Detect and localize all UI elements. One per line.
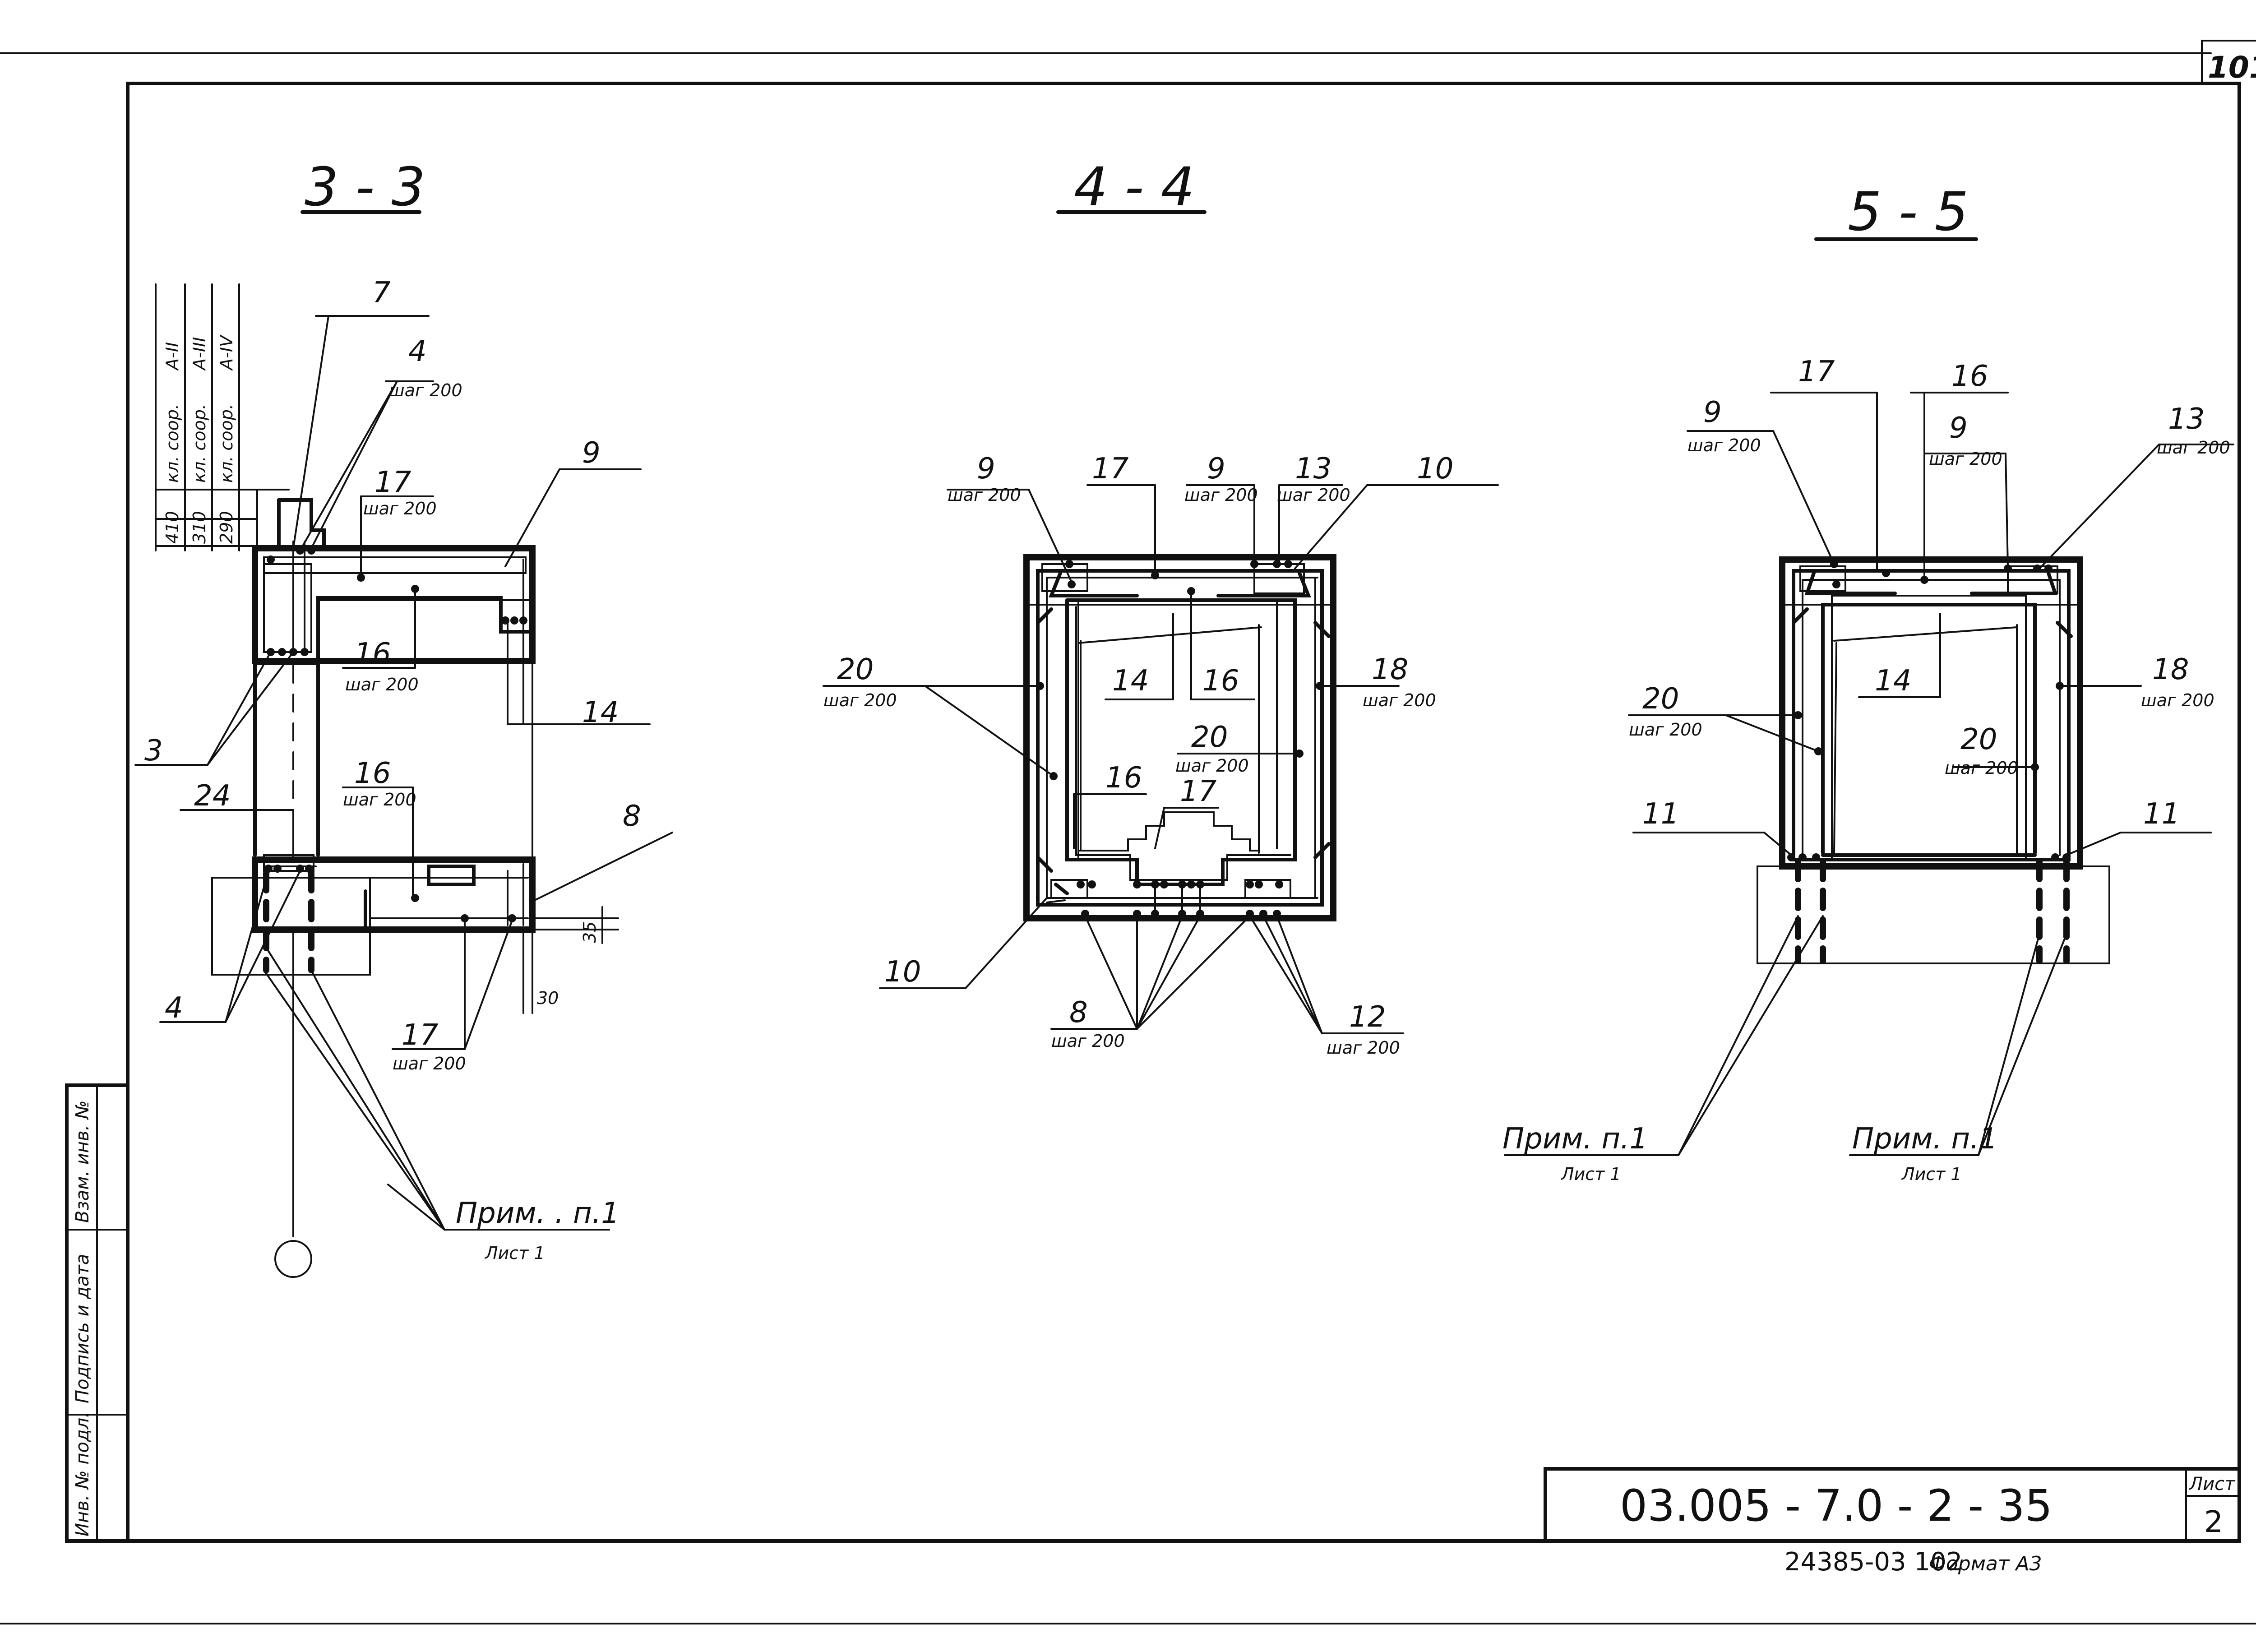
s55-note-right: Прим. п.1 [1852, 1122, 1997, 1156]
s44-label-8: 8 [1069, 996, 1088, 1029]
label-16-top: 16 [354, 637, 391, 671]
s55-note-left: Прим. п.1 [1502, 1122, 1648, 1156]
note-3-3-sheet: Лист 1 [484, 1243, 545, 1263]
label-17-bot-step: шаг 200 [393, 1054, 466, 1074]
label-4-top-step: шаг 200 [389, 380, 462, 400]
s55-label-14: 14 [1875, 664, 1911, 698]
section-4-4-title: 4 - 4 [1074, 156, 1195, 218]
s44-label-20-in: 20 [1191, 721, 1228, 754]
dim-290: 290 [217, 511, 236, 544]
s44-label-17: 17 [1092, 452, 1129, 486]
s44-label-12: 12 [1349, 1000, 1386, 1034]
s55-note-left-sheet: Лист 1 [1560, 1164, 1621, 1184]
s44-label-14: 14 [1112, 664, 1149, 698]
label-3: 3 [144, 734, 163, 768]
s55-label-16: 16 [1951, 360, 1988, 393]
s55-label-9a: 9 [1703, 396, 1722, 429]
s55-label-9b-step: шаг 200 [1929, 449, 2002, 469]
label-7: 7 [372, 276, 391, 310]
label-16-top-step: шаг 200 [345, 675, 419, 694]
dim-410: 410 [162, 511, 182, 544]
s44-label-20-left-step: шаг 200 [823, 690, 897, 710]
s44-label-10-top: 10 [1417, 452, 1453, 486]
label-14: 14 [582, 696, 619, 729]
s55-label-20-left: 20 [1642, 682, 1679, 716]
label-17-top-step: шаг 200 [363, 499, 437, 518]
s44-label-8-step: шаг 200 [1051, 1031, 1125, 1051]
s44-label-18-step: шаг 200 [1363, 690, 1436, 710]
s55-label-13: 13 [2168, 403, 2205, 436]
stamp-signature-date: Подпись и дата [72, 1254, 93, 1403]
grade-row-3-text: кл. соор. [217, 404, 236, 483]
section-3-3 [134, 210, 673, 1278]
stamp-replaced-inv: Взам. инв. № [72, 1100, 93, 1223]
grade-row-2-grade: А-III [190, 337, 209, 371]
dim-35: 35 [580, 921, 600, 943]
s55-label-11-right: 11 [2143, 797, 2180, 831]
label-16-bot-step: шаг 200 [343, 790, 416, 810]
s44-label-13: 13 [1295, 452, 1331, 486]
dim-30: 30 [537, 988, 559, 1008]
s44-label-9a-step: шаг 200 [948, 485, 1021, 505]
s44-label-17-low: 17 [1180, 775, 1217, 808]
sheet-frame [0, 40, 2256, 1624]
s44-label-20-in-step: шаг 200 [1175, 756, 1249, 776]
s55-label-13-step: шаг 200 [2157, 438, 2230, 458]
grade-row-2-text: кл. соор. [190, 404, 209, 483]
s55-label-9a-step: шаг 200 [1687, 435, 1761, 455]
s55-label-20-in: 20 [1960, 723, 1997, 756]
s44-label-20-left: 20 [837, 653, 874, 686]
s55-label-9b: 9 [1949, 412, 1968, 445]
s55-label-20-left-step: шаг 200 [1629, 720, 1702, 740]
label-24: 24 [194, 779, 231, 813]
s44-label-9b-step: шаг 200 [1184, 485, 1258, 505]
s44-label-18: 18 [1372, 653, 1408, 686]
section-3-3-grade-table: кл. соор. А-II кл. соор. А-III кл. соор.… [162, 334, 236, 544]
sheet-value: 2 [2204, 1504, 2223, 1539]
s55-label-17: 17 [1798, 355, 1835, 389]
footer-inventory: 24385-03 102 [1784, 1547, 1962, 1577]
label-17-bot: 17 [402, 1018, 439, 1052]
label-17-top: 17 [374, 466, 411, 499]
s44-label-12-step: шаг 200 [1327, 1038, 1400, 1058]
label-4-bot: 4 [165, 991, 183, 1025]
label-9: 9 [582, 436, 601, 470]
stamp-original-inv: Инв. № подл. [72, 1412, 93, 1536]
grade-row-1-text: кл. соор. [162, 404, 182, 483]
s55-label-11-left: 11 [1642, 797, 1679, 831]
s55-label-20-in-step: шаг 200 [1945, 758, 2018, 778]
grade-row-1-grade: А-II [162, 342, 182, 371]
section-5-5-title: 5 - 5 [1848, 180, 1969, 243]
sheet-label: Лист [2188, 1474, 2236, 1495]
s55-note-right-sheet: Лист 1 [1901, 1164, 1962, 1184]
section-3-3-title: 3 - 3 [305, 156, 425, 218]
page-number: 101 [2208, 50, 2256, 85]
drawing-code: 03.005 - 7.0 - 2 - 35 [1620, 1481, 2053, 1531]
s44-label-10-bot: 10 [884, 955, 921, 989]
s44-label-13-step: шаг 200 [1277, 485, 1350, 505]
grade-row-3-grade: А-IV [217, 334, 236, 371]
s55-label-18: 18 [2152, 653, 2189, 686]
section-5-5 [1504, 237, 2234, 1156]
label-4-top: 4 [408, 335, 427, 368]
dim-310: 310 [190, 511, 209, 544]
s55-label-18-step: шаг 200 [2141, 690, 2214, 710]
note-3-3: Прим. . п.1 [456, 1197, 619, 1230]
s44-label-16-low: 16 [1105, 761, 1142, 795]
side-stamp [65, 1083, 129, 1543]
s44-label-9a: 9 [977, 452, 995, 486]
label-8: 8 [623, 800, 641, 833]
s44-label-9b: 9 [1207, 452, 1225, 486]
s44-label-16-in: 16 [1202, 664, 1239, 698]
label-16-bot: 16 [354, 757, 391, 790]
section-4-4 [823, 210, 1499, 1034]
title-block [1544, 1467, 2241, 1543]
footer-format: Формат А3 [1929, 1552, 2042, 1575]
